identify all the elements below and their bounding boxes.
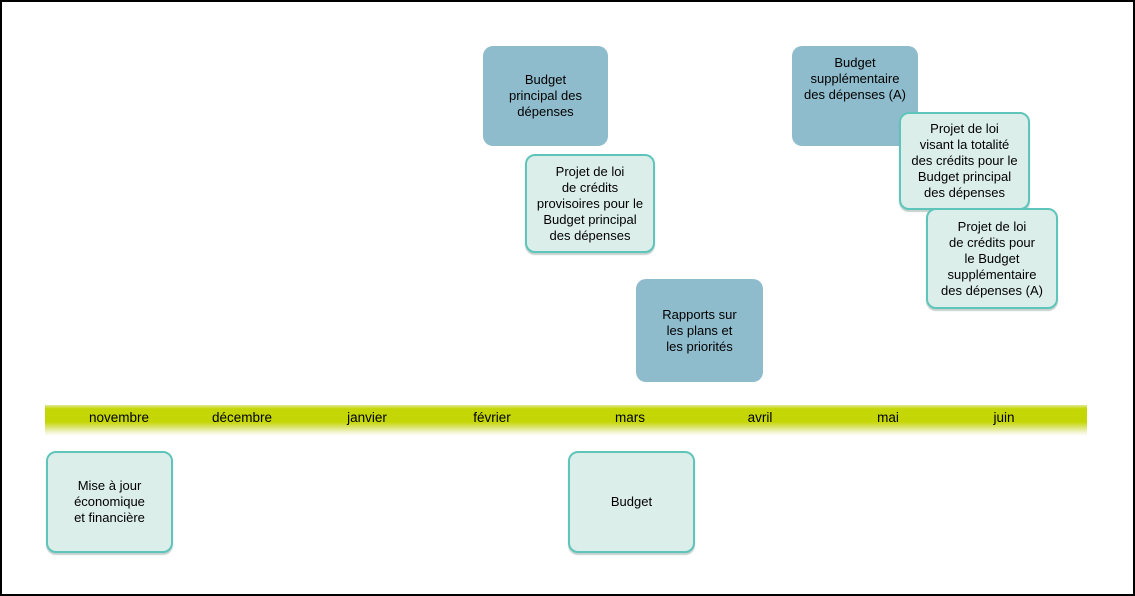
event-label: Projet de loi visant la totalité des cré… — [911, 121, 1018, 200]
event-mise-a-jour-economique-financiere: Mise à jour économique et financière — [46, 451, 173, 553]
event-label: Budget — [610, 494, 653, 509]
event-budget-supplementaire-des-depenses-a: Budget supplémentaire des dépenses (A) — [792, 46, 918, 146]
event-label: Projet de loi de crédits pour le Budget … — [941, 218, 1043, 298]
month-label-novembre: novembre — [88, 410, 150, 425]
month-label-juin: juin — [993, 410, 1015, 425]
event-label: Rapports sur les plans et les priorités — [662, 306, 737, 354]
event-label: Budget principal des dépenses — [509, 72, 582, 119]
month-label-mai: mai — [877, 410, 899, 425]
month-label-decembre: décembre — [211, 410, 273, 425]
event-projet-loi-totalite-credits: Projet de loi visant la totalité des cré… — [899, 112, 1030, 210]
month-label-janvier: janvier — [347, 410, 387, 425]
month-label-avril: avril — [747, 410, 773, 425]
event-budget-principal-des-depenses: Budget principal des dépenses — [483, 46, 608, 146]
event-budget: Budget — [568, 451, 695, 553]
timeline-month-bar: novembre décembre janvier février mars a… — [45, 405, 1087, 436]
event-projet-loi-credits-budget-supplementaire-a: Projet de loi de crédits pour le Budget … — [926, 208, 1058, 309]
event-projet-loi-credits-provisoires: Projet de loi de crédits provisoires pou… — [525, 154, 655, 253]
event-rapports-plans-priorites: Rapports sur les plans et les priorités — [636, 279, 763, 382]
month-label-fevrier: février — [473, 410, 511, 425]
month-label-mars: mars — [615, 410, 645, 425]
event-label: Budget supplémentaire des dépenses (A) — [804, 55, 906, 102]
event-label: Mise à jour économique et financière — [74, 478, 145, 525]
event-label: Projet de loi de crédits provisoires pou… — [536, 163, 644, 243]
